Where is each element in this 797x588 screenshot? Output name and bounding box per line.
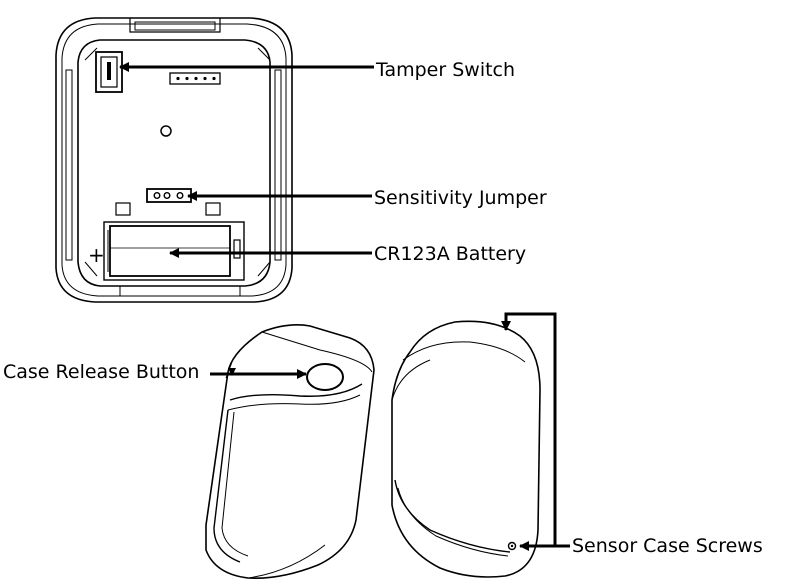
battery-polarity-mark: + [88, 243, 105, 267]
label-case-release-button: Case Release Button [3, 361, 200, 383]
battery-cr123a [103, 221, 245, 281]
connector-header [169, 72, 221, 85]
sensor-case-rear [391, 320, 541, 578]
mounting-hole [160, 125, 172, 137]
case-release-button [306, 363, 344, 391]
label-sensitivity-jumper: Sensitivity Jumper [374, 187, 547, 209]
label-battery: CR123A Battery [374, 243, 527, 265]
sensor-case-front [205, 324, 375, 580]
arrow-case-screws [501, 312, 570, 548]
callout-arrows [119, 62, 570, 551]
label-sensor-case-screws: Sensor Case Screws [572, 535, 763, 557]
sensor-back-plate [55, 17, 293, 303]
sensitivity-jumper [146, 188, 192, 203]
label-tamper-switch: Tamper Switch [376, 59, 516, 81]
tamper-switch [95, 51, 123, 93]
sensor-case-screw [507, 541, 517, 551]
